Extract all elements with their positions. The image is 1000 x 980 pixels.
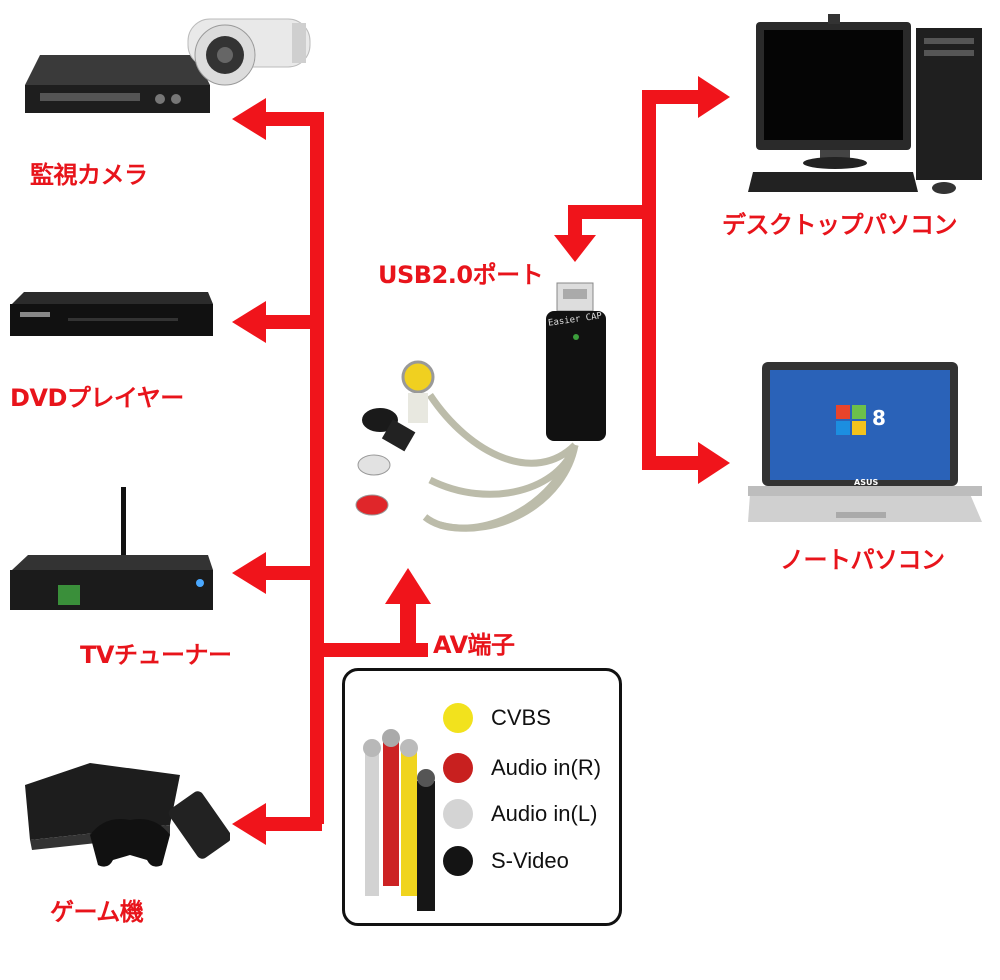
label-desktop: デスクトップパソコン bbox=[722, 211, 958, 239]
arrow-camera bbox=[232, 98, 266, 140]
desktop-computer-icon bbox=[748, 10, 988, 195]
arrow-desktop bbox=[698, 76, 730, 118]
tv-tuner-icon bbox=[8, 485, 213, 620]
arrow-laptop bbox=[698, 442, 730, 484]
label-av-terminal: AV端子 bbox=[433, 631, 515, 659]
arrow-game bbox=[232, 803, 266, 845]
connector-legend: CVBS Audio in(R) Audio in(L) S-Video bbox=[342, 668, 622, 926]
arrow-usb bbox=[554, 235, 596, 262]
label-usb-port: USB2.0ポート bbox=[378, 261, 544, 289]
dvd-player-icon bbox=[8, 290, 213, 340]
laptop-brand: ASUS bbox=[854, 478, 879, 487]
legend-item-cvbs: CVBS bbox=[443, 703, 551, 733]
trunk-line bbox=[310, 112, 324, 824]
label-game: ゲーム機 bbox=[50, 898, 144, 926]
usb-capture-cable-icon: Easier CAP bbox=[350, 275, 630, 560]
arrow-tuner bbox=[232, 552, 266, 594]
dot-audio-l bbox=[443, 799, 473, 829]
dot-audio-r bbox=[443, 753, 473, 783]
label-laptop: ノートパソコン bbox=[780, 546, 945, 574]
arrow-av bbox=[385, 568, 431, 604]
dot-cvbs bbox=[443, 703, 473, 733]
legend-label: S-Video bbox=[491, 848, 569, 873]
game-console-icon bbox=[20, 755, 230, 870]
right-trunk bbox=[642, 90, 656, 470]
arrow-dvd bbox=[232, 301, 266, 343]
laptop-screen-text: 8 bbox=[872, 406, 886, 430]
dot-s-video bbox=[443, 846, 473, 876]
label-camera: 監視カメラ bbox=[30, 161, 148, 189]
legend-item-audio-l: Audio in(L) bbox=[443, 799, 597, 829]
rca-plugs-icon bbox=[363, 729, 435, 911]
legend-label: Audio in(R) bbox=[491, 755, 602, 780]
legend-item-s-video: S-Video bbox=[443, 846, 569, 876]
label-tuner: TVチューナー bbox=[80, 641, 232, 669]
legend-item-audio-r: Audio in(R) bbox=[443, 753, 601, 783]
legend-label: Audio in(L) bbox=[491, 801, 598, 826]
security-camera-dvr-icon bbox=[20, 5, 320, 120]
laptop-icon: 8 ASUS bbox=[748, 360, 983, 530]
legend-label: CVBS bbox=[491, 705, 551, 730]
label-dvd: DVDプレイヤー bbox=[10, 384, 184, 412]
